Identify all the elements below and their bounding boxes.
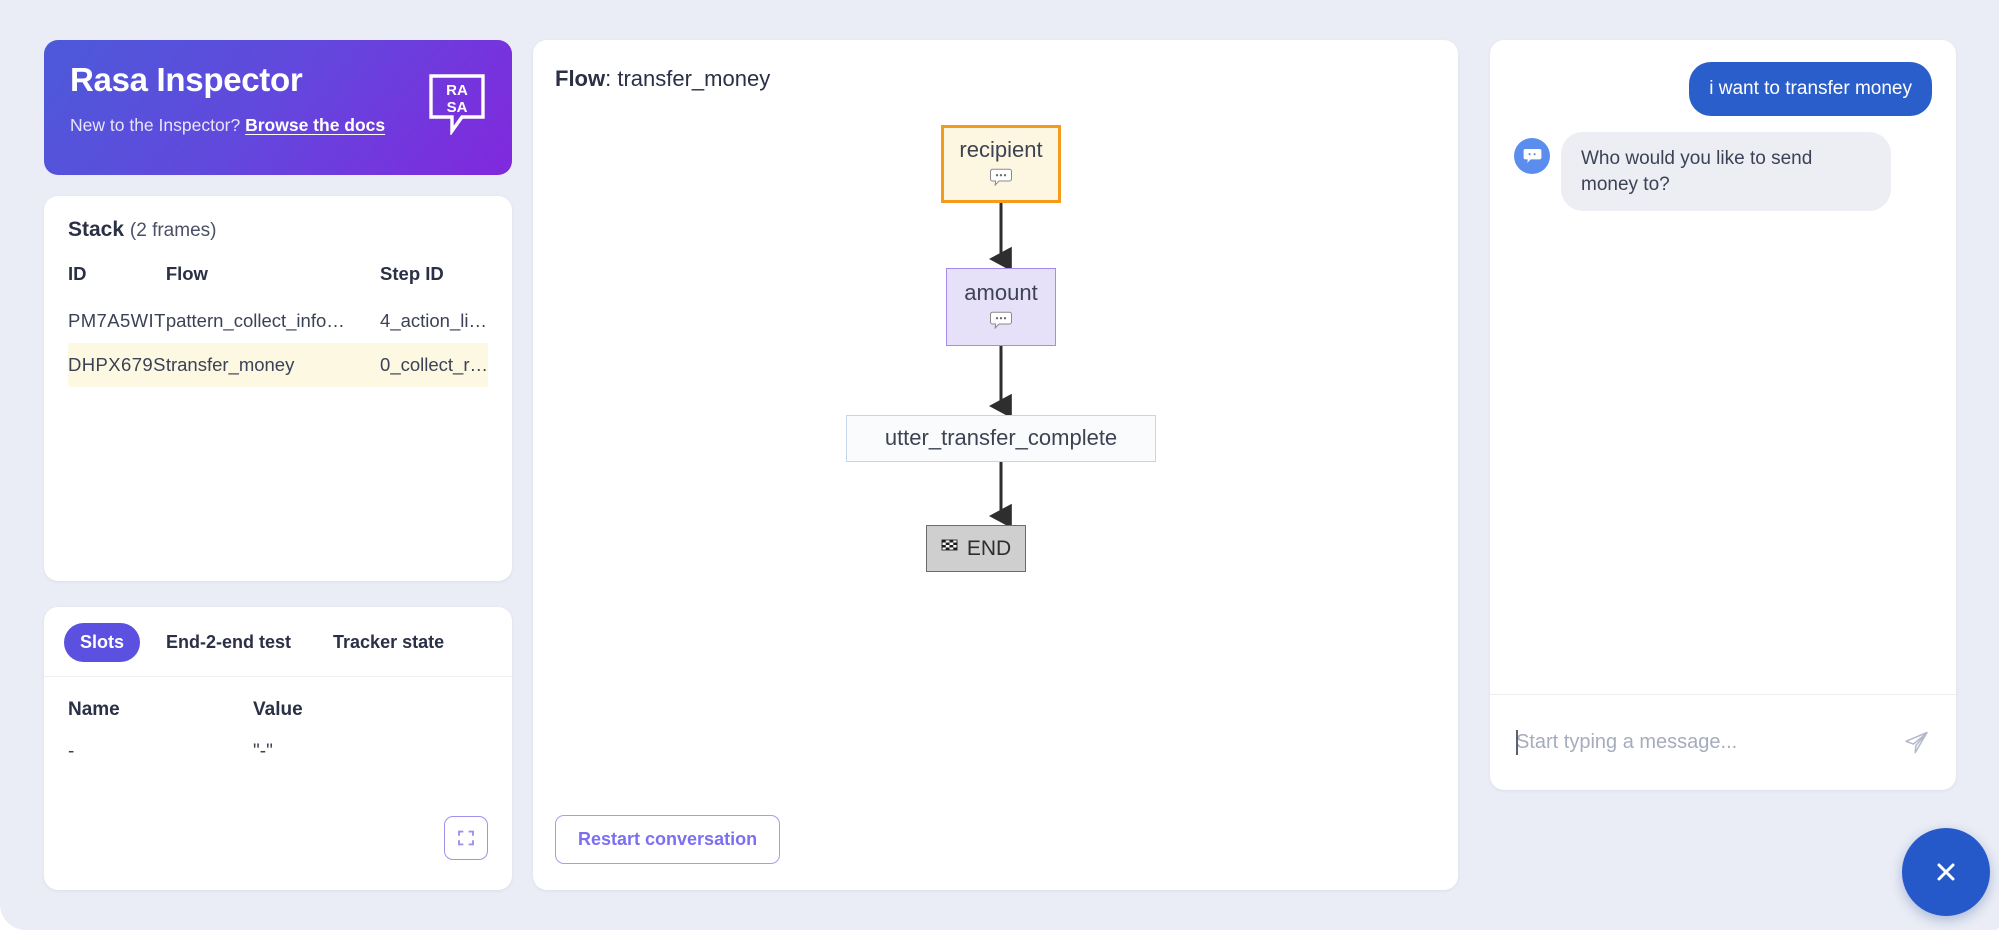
close-inspector-button[interactable] bbox=[1902, 828, 1990, 916]
slots-table-container: Name Value - "-" bbox=[44, 677, 512, 882]
flow-title: Flow: transfer_money bbox=[555, 66, 770, 92]
table-row[interactable]: PM7A5WIT pattern_collect_info… 4_action_… bbox=[68, 299, 488, 343]
flow-separator: : bbox=[605, 66, 618, 91]
flow-node-utter-transfer-complete[interactable]: utter_transfer_complete bbox=[846, 415, 1156, 462]
chat-panel: i want to transfer money Who would you l… bbox=[1490, 40, 1956, 790]
flow-label: Flow bbox=[555, 66, 606, 91]
stack-row-step-id: 4_action_li… bbox=[380, 310, 487, 331]
table-row[interactable]: DHPX679S transfer_money 0_collect_r… bbox=[68, 343, 488, 387]
slots-col-value: Value bbox=[253, 699, 303, 720]
expand-button[interactable] bbox=[444, 816, 488, 860]
chat-bubble-icon bbox=[1523, 148, 1541, 163]
avatar bbox=[1514, 137, 1550, 174]
stack-panel: Stack (2 frames) ID Flow Step ID PM7A5WI… bbox=[44, 196, 512, 581]
speech-bubble-icon bbox=[990, 311, 1012, 333]
flow-node-label: recipient bbox=[959, 136, 1043, 162]
chat-message-list: i want to transfer money Who would you l… bbox=[1490, 40, 1956, 694]
inspector-subtitle: New to the Inspector? Browse the docs bbox=[70, 115, 486, 136]
stack-row-step-id: 0_collect_r… bbox=[380, 343, 488, 387]
flow-node-end[interactable]: END bbox=[926, 525, 1026, 572]
flow-edges bbox=[988, 203, 1012, 529]
restart-conversation-button[interactable]: Restart conversation bbox=[555, 815, 781, 864]
svg-text:SA: SA bbox=[447, 99, 468, 116]
rasa-logo-icon: RA SA bbox=[429, 74, 485, 135]
stack-panel-title: Stack (2 frames) bbox=[68, 218, 488, 242]
flow-panel: Flow: transfer_money recipient bbox=[533, 40, 1458, 890]
inspector-header: Rasa Inspector New to the Inspector? Bro… bbox=[44, 40, 512, 175]
flow-node-label: END bbox=[966, 536, 1012, 560]
text-caret bbox=[1516, 730, 1518, 755]
tab-tracker-state[interactable]: Tracker state bbox=[333, 632, 445, 652]
svg-text:RA: RA bbox=[446, 82, 468, 99]
slots-tab-bar: Slots End-2-end test Tracker state bbox=[44, 607, 512, 677]
browse-docs-link[interactable]: Browse the docs bbox=[245, 115, 386, 136]
stack-table: ID Flow Step ID PM7A5WIT pattern_collect… bbox=[68, 259, 488, 387]
flow-node-amount[interactable]: amount bbox=[946, 268, 1056, 346]
tab-slots[interactable]: Slots bbox=[64, 623, 141, 662]
stack-col-id: ID bbox=[68, 263, 87, 284]
stack-frames-count: (2 frames) bbox=[129, 220, 217, 241]
slot-value: "-" bbox=[253, 741, 273, 762]
stack-row-id: PM7A5WIT bbox=[68, 310, 166, 331]
stack-row-flow: pattern_collect_info… bbox=[165, 310, 345, 331]
slots-col-name: Name bbox=[68, 699, 120, 720]
table-row: - "-" bbox=[68, 741, 488, 763]
chat-message-user: i want to transfer money bbox=[1514, 62, 1932, 116]
flow-node-recipient[interactable]: recipient bbox=[941, 125, 1061, 203]
slots-panel: Slots End-2-end test Tracker state Name … bbox=[44, 607, 512, 890]
chat-bubble: i want to transfer money bbox=[1689, 62, 1932, 116]
flow-node-label: amount bbox=[964, 279, 1038, 305]
stack-col-step-id: Step ID bbox=[380, 263, 444, 284]
slots-table: Name Value - "-" bbox=[68, 699, 488, 763]
stack-table-header-row: ID Flow Step ID bbox=[68, 259, 488, 299]
chat-message-bot: Who would you like to send money to? bbox=[1514, 131, 1932, 212]
stack-col-flow: Flow bbox=[165, 263, 208, 284]
subtitle-text: New to the Inspector? bbox=[70, 115, 246, 136]
flow-node-label: utter_transfer_complete bbox=[884, 425, 1118, 451]
flow-name: transfer_money bbox=[617, 66, 771, 91]
send-paper-plane-icon bbox=[1905, 731, 1928, 754]
chat-input[interactable] bbox=[1516, 731, 1891, 754]
speech-bubble-icon bbox=[990, 168, 1012, 190]
send-button[interactable] bbox=[1903, 729, 1930, 756]
page-title: Rasa Inspector bbox=[70, 61, 303, 98]
checkered-flag-icon bbox=[941, 538, 959, 559]
chat-input-row bbox=[1490, 694, 1956, 790]
flow-diagram-canvas: recipient amount bbox=[533, 40, 1458, 890]
stack-row-id: DHPX679S bbox=[68, 343, 166, 387]
close-icon bbox=[1937, 863, 1955, 881]
expand-icon bbox=[458, 830, 474, 846]
stack-title-text: Stack bbox=[68, 218, 125, 241]
chat-bubble: Who would you like to send money to? bbox=[1561, 131, 1891, 212]
slots-table-header-row: Name Value bbox=[68, 699, 488, 741]
slot-name: - bbox=[68, 741, 75, 762]
stack-row-flow: transfer_money bbox=[165, 343, 381, 387]
tab-end-2-end-test[interactable]: End-2-end test bbox=[166, 632, 292, 652]
